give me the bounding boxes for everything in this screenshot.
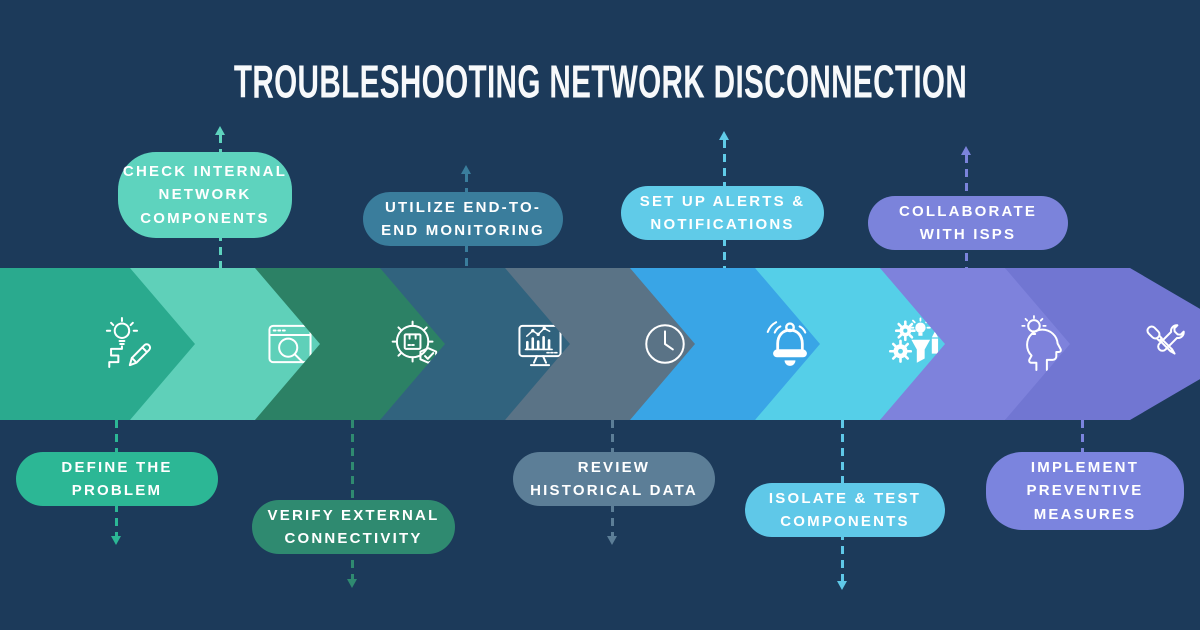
pill-collaborate-isps: COLLABORATE WITH ISPS <box>868 196 1068 250</box>
tools-icon <box>1136 315 1194 373</box>
arrow-down-icon <box>110 536 121 545</box>
gears-funnel-icon <box>886 315 939 373</box>
browser-search-icon <box>261 315 319 373</box>
arrow-up-icon <box>214 126 225 135</box>
pill-isolate-test: ISOLATE & TEST COMPONENTS <box>745 483 945 537</box>
connector-implement <box>1080 420 1084 454</box>
arrow-up-icon <box>460 165 471 174</box>
arrow-down-icon <box>836 581 847 590</box>
pill-review-historical: REVIEW HISTORICAL DATA <box>513 452 715 506</box>
pill-utilize-monitoring: UTILIZE END-TO- END MONITORING <box>363 192 563 246</box>
connector-verify-external <box>350 420 354 579</box>
arrow-up-icon <box>960 146 971 155</box>
process-chevron-band <box>0 268 1200 420</box>
idea-pencil-icon <box>99 315 157 373</box>
pill-alerts-notifications: SET UP ALERTS & NOTIFICATIONS <box>621 186 824 240</box>
page-title: TROUBLESHOOTING NETWORK DISCONNECTION <box>233 54 967 108</box>
arrow-up-icon <box>718 131 729 140</box>
pill-define-problem: DEFINE THE PROBLEM <box>16 452 218 506</box>
clock-icon <box>636 315 694 373</box>
head-bulb-icon <box>1011 315 1069 373</box>
arrow-down-icon <box>346 579 357 588</box>
arrow-down-icon <box>606 536 617 545</box>
package-check-icon <box>386 315 444 373</box>
pill-implement-preventive: IMPLEMENT PREVENTIVE MEASURES <box>986 452 1184 530</box>
monitor-analytics-icon <box>511 315 569 373</box>
pill-check-internal: CHECK INTERNAL NETWORK COMPONENTS <box>118 152 292 238</box>
title-wrap: TROUBLESHOOTING NETWORK DISCONNECTION <box>0 54 1200 108</box>
pill-verify-external: VERIFY EXTERNAL CONNECTIVITY <box>252 500 455 554</box>
